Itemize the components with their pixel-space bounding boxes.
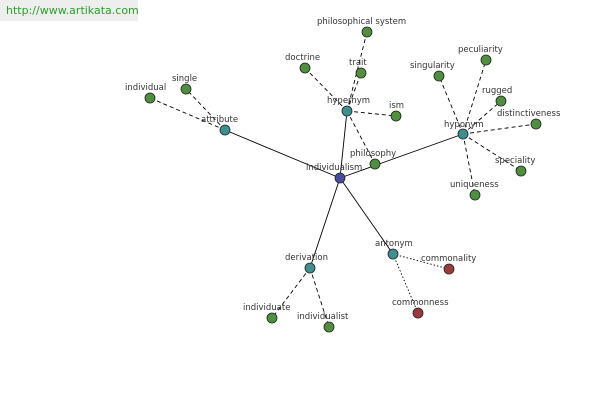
label-philosophy: philosophy [350,149,396,159]
edge-attribute-to-individual [149,97,226,131]
label-ism: ism [389,101,404,111]
node-hyponym[interactable] [457,128,469,140]
node-singularity[interactable] [433,70,445,82]
node-uniqueness[interactable] [469,189,481,201]
edge-hypernym-to-philosophy [346,110,376,165]
node-individualism[interactable] [334,172,346,184]
label-philosophical-system: philosophical system [317,17,406,27]
edge-hyponym-to-distinctiveness [462,123,537,135]
node-distinctiveness[interactable] [530,118,542,130]
label-peculiarity: peculiarity [458,45,503,55]
label-individual: individual [125,83,166,93]
label-distinctiveness: distinctiveness [497,109,561,119]
label-hyponym: hyponym [444,120,484,130]
node-peculiarity[interactable] [480,54,492,66]
edge-hypernym-to-ism [346,110,397,117]
edge-derivation-to-individuate [271,267,311,319]
label-trait: trait [349,58,367,68]
node-philosophy[interactable] [369,158,381,170]
edge-individualism-to-hypernym [339,110,348,179]
node-rugged[interactable] [495,95,507,107]
node-individualist[interactable] [323,321,335,333]
node-commonality[interactable] [443,263,455,275]
graph-edges [149,31,537,328]
label-rugged: rugged [482,86,512,96]
graph-nodes [144,26,542,333]
label-derivation: derivation [285,253,328,263]
edge-antonym-to-commonness [392,253,419,314]
edge-hyponym-to-peculiarity [462,59,487,135]
node-philosophical-system[interactable] [361,26,373,38]
label-single: single [172,74,197,84]
node-derivation[interactable] [304,262,316,274]
edge-individualism-to-derivation [309,177,341,269]
node-speciality[interactable] [515,165,527,177]
node-commonness[interactable] [412,307,424,319]
label-attribute: attribute [201,115,238,125]
edge-individualism-to-attribute [224,129,341,179]
site-url-watermark: http://www.artikata.com [0,0,139,21]
label-antonym: antonym [375,239,413,249]
node-trait[interactable] [355,67,367,79]
edge-hyponym-to-uniqueness [462,133,476,196]
label-commonness: commonness [392,298,449,308]
label-individualist: individualist [297,312,349,322]
node-individuate[interactable] [266,312,278,324]
node-doctrine[interactable] [299,62,311,74]
node-antonym[interactable] [387,248,399,260]
edge-derivation-to-individualist [309,267,330,328]
label-singularity: singularity [410,61,455,71]
node-ism[interactable] [390,110,402,122]
edge-hypernym-to-doctrine [304,67,348,112]
label-hypernym: hypernym [327,96,370,106]
label-uniqueness: uniqueness [450,180,499,190]
edge-hyponym-to-speciality [462,133,522,172]
edge-antonym-to-commonality [392,253,450,270]
label-doctrine: doctrine [285,53,320,63]
node-single[interactable] [180,83,192,95]
label-individualism: individualism [306,163,362,173]
label-speciality: speciality [495,156,535,166]
edge-hyponym-to-rugged [462,100,502,135]
edge-individualism-to-antonym [339,177,394,255]
edge-individualism-to-hyponym [339,133,464,179]
edge-hyponym-to-singularity [438,75,464,135]
node-attribute[interactable] [219,124,231,136]
node-hypernym[interactable] [341,105,353,117]
graph-labels: individualismattributehypernymhyponymder… [125,17,561,322]
node-individual[interactable] [144,92,156,104]
label-individuate: individuate [243,303,290,313]
label-commonality: commonality [421,254,476,264]
edge-attribute-to-single [185,88,226,131]
